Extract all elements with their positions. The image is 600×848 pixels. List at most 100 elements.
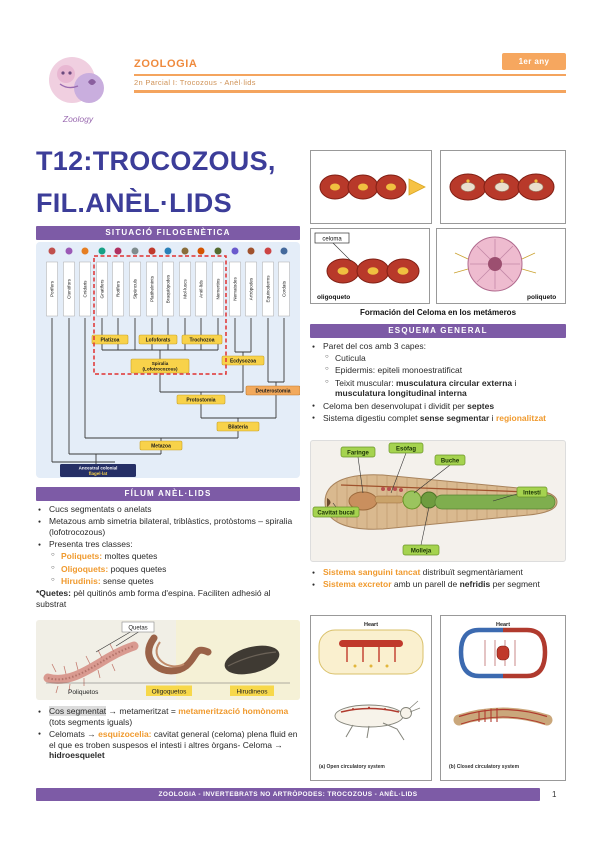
bullet-muscular: Teixit muscular: musculatura circular ex…	[310, 378, 566, 399]
taxon-label: Mol·luscs	[183, 279, 188, 299]
bullet-paret: Paret del cos amb 3 capes:	[310, 341, 566, 352]
anatomy-leader-lines	[332, 452, 518, 546]
note-quetes: *Quetes: pèl quitinós amb forma d'espina…	[36, 588, 300, 609]
bullet-cucs-text: Cucs segmentats o anelats	[49, 504, 152, 514]
septes-pre: Celoma ben desenvolupat i dividit per	[323, 400, 468, 411]
digestiu-highlight: regionalitzat	[495, 412, 546, 423]
muscular-mid: i	[512, 377, 517, 388]
polychaete-bristles	[51, 643, 116, 694]
excretor-mid: amb un parell de	[391, 579, 460, 590]
bullet-hirudinis: Hirudinis: sense quetes	[36, 576, 300, 587]
bullet-metazous: Metazous amb simetria bilateral, triblàs…	[36, 516, 300, 537]
poliqueto-label: poliqueto	[527, 294, 556, 301]
class-desc-poliquets: moltes quetes	[102, 551, 158, 562]
digestiu-mid: i	[489, 412, 496, 423]
oligoquetos-label: Oligoquetos	[152, 689, 187, 696]
course-subtitle: 2n Parcial I: Trocozous - Anèl·lids	[134, 78, 256, 87]
bullet-sanguini: Sistema sanguini tancat distribuït segme…	[310, 567, 566, 578]
closed-circulatory-figure: Heart (b) Closed circulatory system	[440, 615, 566, 781]
oligoqueto-image: celoma oligoqueto	[314, 232, 420, 301]
taxon-label: Cordats	[282, 280, 287, 297]
cel-highlight: esquizocelia:	[98, 728, 152, 739]
bullet-metazous-text: Metazous amb simetria bilateral, triblàs…	[49, 516, 293, 537]
sanguini-highlight: Sistema sanguini tancat	[323, 567, 421, 577]
bullet-segmentat: Cos segmentat → metameritzat = metamerit…	[36, 706, 300, 727]
bullet-digestiu: Sistema digestiu complet sense segmentar…	[310, 413, 566, 424]
header-rule-top	[134, 74, 566, 76]
blue-vessel-loop	[458, 627, 503, 679]
taxon-label: Gnatífers	[100, 279, 105, 299]
cel-pre: Celomats →	[49, 728, 99, 739]
worm-internal-organs	[327, 474, 556, 530]
section-header-filum: FÍLUM ANÈL·LIDS	[36, 487, 300, 501]
header-rule-bottom	[134, 90, 566, 93]
oligoqueto-figure: celoma oligoqueto	[310, 228, 430, 304]
cel-bold: hidroesquelet	[49, 750, 105, 761]
clade-metazoa: Metazoa	[151, 444, 171, 450]
filum-list-2: Cos segmentat → metameritzat = metamerit…	[36, 706, 300, 763]
quetas-callout: Quetas	[95, 621, 155, 653]
phylogenetic-tree-figure: Porífers Ctenòfors Cnidaris Gnatífers Ro…	[36, 242, 301, 478]
bullet-cuticula-text: Cuticula	[335, 353, 366, 364]
bullet-paret-text: Paret del cos amb 3 capes:	[323, 341, 427, 351]
course-title: ZOOLOGIA	[134, 58, 198, 70]
annelid-classes-image: Quetas Poliquetos Oligoquetos Hirudineos	[43, 620, 300, 700]
page-title: T12:TROCOZOUS, FIL.ANÈL·LIDS	[36, 140, 306, 224]
page-title-line1: T12:TROCOZOUS,	[36, 146, 276, 176]
filum-list: Cucs segmentats o anelats Metazous amb s…	[36, 504, 300, 611]
note-quetes-term: *Quetes:	[36, 587, 71, 598]
oligoqueto-label: oligoqueto	[317, 294, 350, 301]
label-buche: Buche	[441, 459, 460, 465]
seg-mid: → metameritzat =	[106, 706, 179, 716]
cel-mid: cavitat general (celoma) plena fluid en …	[49, 728, 298, 750]
bullet-epidermis-text: Epidermis: epiteli monoestratificat	[335, 365, 463, 376]
annelid-classes-figure: Quetas Poliquetos Oligoquetos Hirudineos	[36, 620, 300, 700]
digestiu-pre: Sistema digestiu complet	[323, 412, 420, 423]
label-faringe: Faringe	[347, 451, 369, 457]
class-name-oligoquets: Oligoquets:	[61, 563, 109, 574]
taxon-label: Equinoderms	[266, 275, 271, 303]
label-esofag: Esòfag	[396, 447, 416, 453]
clade-ecdysozoa: Ecdysozoa	[230, 359, 256, 365]
clade-protostomia: Protostomia	[186, 398, 215, 404]
page-title-line2: FIL.ANÈL·LIDS	[36, 188, 232, 218]
arrow-icon	[408, 178, 426, 196]
septes-bold: septes	[467, 400, 495, 411]
digestiu-bold: sense segmentar	[419, 412, 490, 423]
hirudineos-label: Hirudineos	[236, 689, 268, 696]
class-desc-oligoquets: poques quetes	[108, 563, 167, 574]
bullet-celomats: Celomats → esquizocelia: cavitat general…	[36, 729, 300, 761]
celoma-caption: Formación del Celoma en los metámeros	[359, 308, 517, 317]
clade-spiralia-sub: (Lofotrocozous)	[143, 367, 178, 372]
heart-label-a: Heart	[364, 622, 378, 628]
tubular-heart	[340, 707, 400, 713]
class-name-poliquets: Poliquets:	[61, 551, 103, 562]
organism-icons	[48, 247, 288, 255]
bullet-classes-text: Presenta tres classes:	[49, 539, 133, 550]
section-header-filogenetica: SITUACIÓ FILOGENÈTICA	[36, 226, 300, 240]
zoology-logo: Zoology	[36, 50, 120, 134]
parapodia-bristles	[453, 252, 537, 274]
red-vessel-loop	[503, 627, 548, 679]
metamere-image-2	[449, 173, 555, 201]
taxon-label: Nematodes	[233, 277, 238, 301]
label-cavitat-bucal: Cavitat bucal	[317, 511, 355, 517]
polychaete-worm	[43, 641, 139, 684]
bullet-classes: Presenta tres classes:	[36, 539, 300, 550]
taxon-label: Nemertins	[216, 278, 221, 300]
muscular-pre: Teixit muscular:	[335, 377, 396, 388]
celoma-label: celoma	[322, 237, 342, 243]
grasshopper-sketch	[334, 700, 421, 741]
label-molleja: Molleja	[411, 549, 432, 555]
page-number: 1	[552, 790, 557, 799]
logo-caption: Zoology	[62, 114, 94, 124]
taxon-labels: Porífers Ctenòfors Cnidaris Gnatífers Ro…	[46, 261, 290, 317]
label-intesti: Intestí	[523, 491, 541, 497]
footer-banner: ZOOLOGIA - INVERTEBRATS NO ARTRÒPODES: T…	[36, 788, 540, 801]
esquema-list: Paret del cos amb 3 capes: Cuticula Epid…	[310, 341, 566, 425]
taxon-label: Artròpodes	[249, 277, 254, 300]
metamere-image-1	[319, 174, 426, 200]
closed-circulatory-image: Heart (b) Closed circulatory system	[449, 622, 553, 770]
phylogenetic-tree: Porífers Ctenòfors Cnidaris Gnatífers Ro…	[36, 242, 301, 478]
